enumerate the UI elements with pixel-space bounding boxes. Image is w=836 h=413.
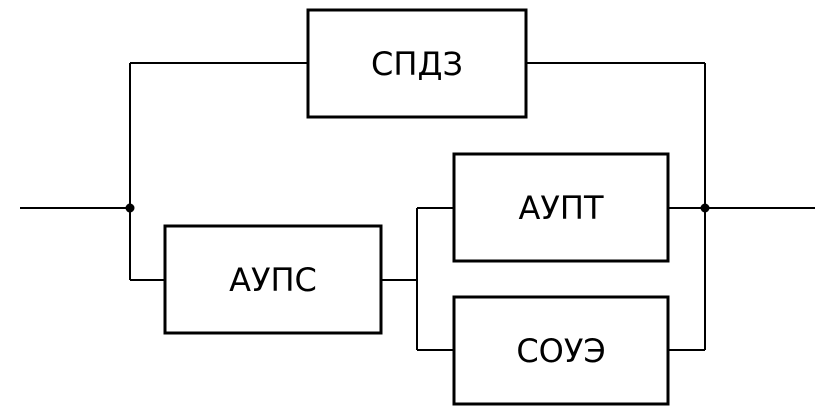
block-aups-label: АУПС [229, 261, 317, 299]
block-aupt-label: АУПТ [519, 189, 604, 227]
block-spdz-label: СПДЗ [371, 45, 463, 83]
input-junction-dot [125, 203, 135, 213]
block-aupt-box [452, 152, 670, 263]
block-aups: АУПС [163, 224, 383, 335]
block-spdz-box [306, 8, 528, 119]
block-soue-box [452, 295, 670, 406]
block-aupt: АУПТ [452, 152, 670, 263]
block-spdz: СПДЗ [306, 8, 528, 119]
block-soue-label: СОУЭ [516, 332, 605, 370]
output-junction-dot [700, 203, 710, 213]
block-soue: СОУЭ [452, 295, 670, 406]
block-aups-box [163, 224, 383, 335]
